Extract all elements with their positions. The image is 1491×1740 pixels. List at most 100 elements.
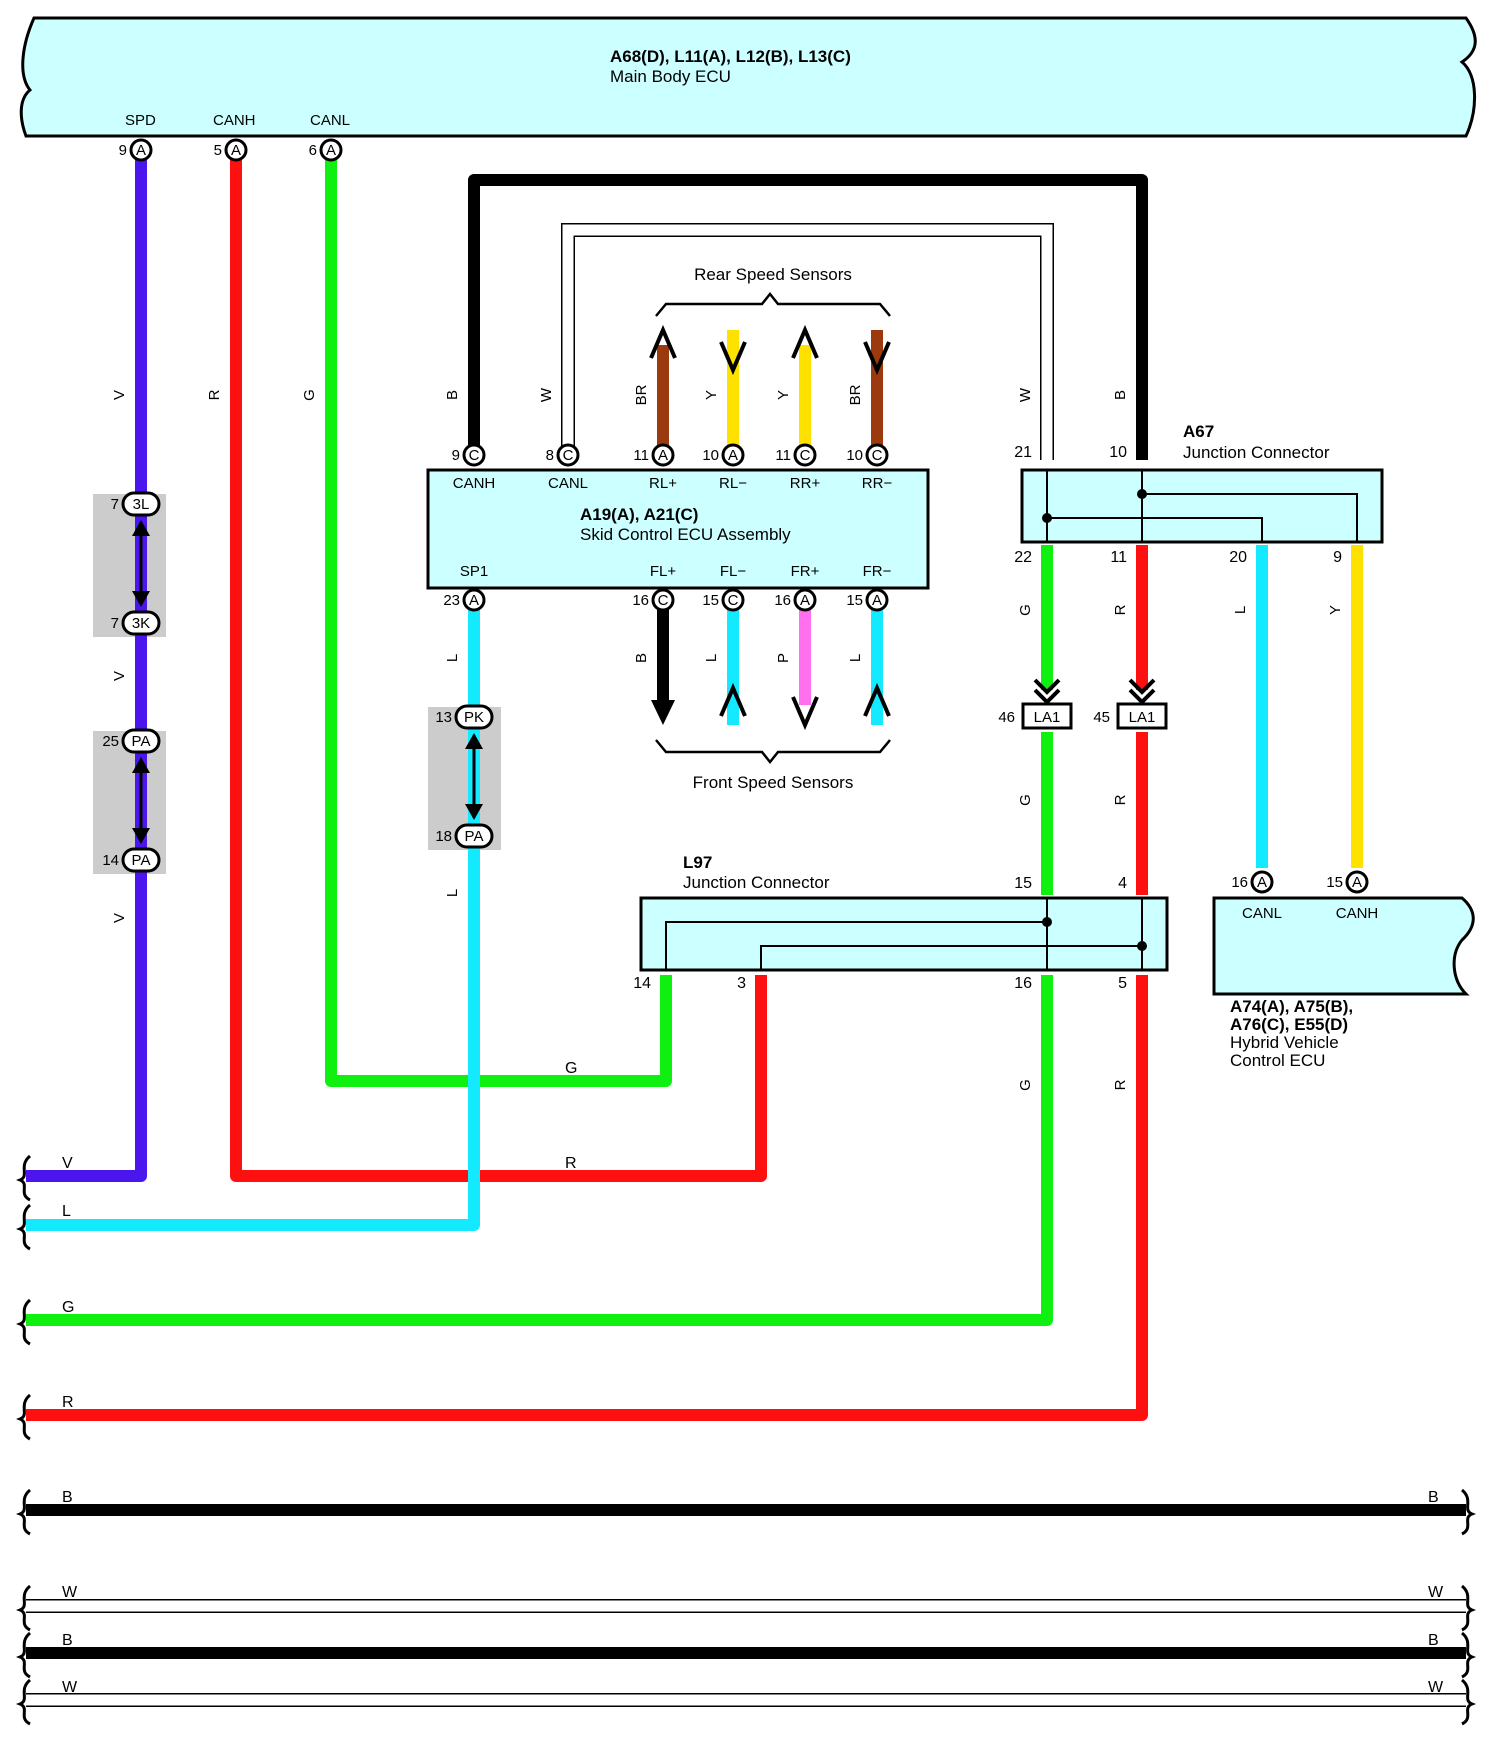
hybrid-pin-0-circle [1250,870,1274,894]
wire-l-sp1 [26,600,480,1231]
bus-label-left-1: L [62,1203,71,1220]
hybrid-ecu-codes-2: A76(C), E55(D) [1230,1015,1348,1034]
bus-right-break-2 [1460,1631,1477,1679]
main-pin-label-spd: SPD [125,112,156,129]
skid-top-pin-2-number: 11 [633,447,649,464]
skid-bottom-pin-2-number: 15 [702,592,719,609]
skid-bottom-pin-1-letter: C [658,592,669,609]
wire-g-canl [325,150,672,1087]
hybrid-pin-1-circle [1345,870,1369,894]
splice-top-pill-1 [121,728,161,754]
bus-label-right-4: B [1428,1489,1439,1506]
splice-bottom-name-0: 3K [132,615,150,632]
splice-bottom-pill-0 [121,610,161,636]
wire-color-label-22: G [1017,1079,1034,1091]
skid-bottom-pin-4-letter: A [872,592,882,609]
main-pin-0-letter: A [136,142,146,159]
skid-bottom-pin-3-letter: A [800,592,810,609]
wire-color-label-11: L [444,654,461,662]
fr-minus-arrow-icon [863,682,891,717]
bus-label-right-6: B [1428,1632,1439,1649]
wire-color-label-15: L [847,654,864,662]
skid-bottom-pin-1-circle [651,588,675,612]
skid-top-pin-3-letter: A [728,447,738,464]
hybrid-ecu-codes-1: A74(A), A75(B), [1230,997,1353,1016]
wire-color-label-26: L [444,889,461,897]
a67-bottom-num-1: 11 [1110,549,1127,566]
fr-plus-arrow-icon [791,696,819,731]
skid-bottom-pin-0-letter: A [469,592,479,609]
skid-top-pin-label-4: RR+ [790,475,821,492]
bus-label-right-7: W [1428,1679,1444,1696]
splice-top-pill-0 [121,491,161,517]
wire-color-label-2: G [301,389,318,401]
a67-internal-lines [1046,470,1358,542]
splice-top-name-0: 3L [133,496,150,513]
l97-top-num-0: 15 [1014,875,1032,892]
wire-color-label-23: R [1112,1079,1129,1090]
bus-right-break-3 [1460,1678,1477,1726]
wire-color-label-17: R [1112,604,1129,615]
main-pin-0-circle [129,138,153,162]
main-pin-1-circle [224,138,248,162]
main-pin-2-letter: A [326,142,336,159]
wire-color-label-5: BR [633,384,650,405]
skid-bottom-pin-1-number: 16 [632,592,649,609]
wire-color-label-10: B [1112,390,1129,400]
bus-label-left-0: V [62,1155,73,1172]
splice-bottom-pill-1 [121,847,161,873]
a67-box [1020,468,1384,544]
main-pin-2-number: 6 [309,142,317,159]
main-pin-0-number: 9 [119,142,127,159]
la1-name-1: LA1 [1129,709,1156,726]
hybrid-ecu-box [1212,896,1475,996]
skid-bottom-pin-3-circle [793,588,817,612]
bus-label-left-7: W [62,1679,78,1696]
skid-top-pin-label-1: CANL [548,475,588,492]
splice-top-name-1: PA [132,733,151,750]
skid-ecu-name: Skid Control ECU Assembly [580,525,791,544]
wire-v-spd [26,150,147,1182]
hybrid-ecu-name-1: Hybrid Vehicle [1230,1033,1339,1052]
skid-bottom-pin-4-number: 15 [846,592,863,609]
wire-color-label-9: W [1017,387,1034,402]
a67-junction-dot-b [1137,489,1147,499]
bus-label-right-5: W [1428,1584,1444,1601]
skid-bottom-pin-4-circle [865,588,889,612]
splice-arrow-down-icon-0 [132,591,150,607]
rr-minus-arrow-icon [863,341,891,376]
splice-bottom-name-1: PA [132,852,151,869]
wire-b-skid-canh [468,174,1148,460]
bus-label-left-4: B [62,1489,73,1506]
main-body-ecu-codes: A68(D), L11(A), L12(B), L13(C) [610,47,851,66]
main-pin-label-canl: CANL [310,112,350,129]
wire-color-label-1: R [206,389,223,400]
skid-bottom-pin-0-number: 23 [443,592,460,609]
a67-bottom-num-2: 20 [1229,549,1247,566]
la1-box-1 [1116,702,1168,730]
l97-bottom-num-2: 16 [1014,975,1032,992]
bus-label-left-6: B [62,1632,73,1649]
wire-color-label-21: R [1112,794,1129,805]
l97-code: L97 [683,853,712,872]
hybrid-pin-1-letter: A [1352,874,1362,891]
wire-color-label-19: Y [1327,605,1344,615]
bus-left-break-6 [15,1631,32,1679]
front-sensors-label: Front Speed Sensors [693,773,854,792]
splice-arrow-up-icon-2 [465,733,483,749]
rl-plus-arrow-icon [649,324,677,359]
rl-minus-arrow-icon [719,341,747,376]
wire-color-label-6: Y [703,390,720,400]
hybrid-pin-label-1: CANH [1336,905,1379,922]
skid-bottom-pin-label-3: FR+ [791,563,820,580]
splice-arrow-down-icon-2 [465,804,483,820]
bus-left-break-2 [15,1298,32,1346]
fl-minus-arrow-icon [719,682,747,717]
la1-num-1: 45 [1093,709,1110,726]
rear-sensors-label: Rear Speed Sensors [694,265,852,284]
a67-bottom-num-0: 22 [1014,549,1032,566]
hybrid-pin-label-0: CANL [1242,905,1282,922]
splice-bottom-num-2: 18 [435,828,452,845]
wire-w-skid-canl [562,224,1053,460]
